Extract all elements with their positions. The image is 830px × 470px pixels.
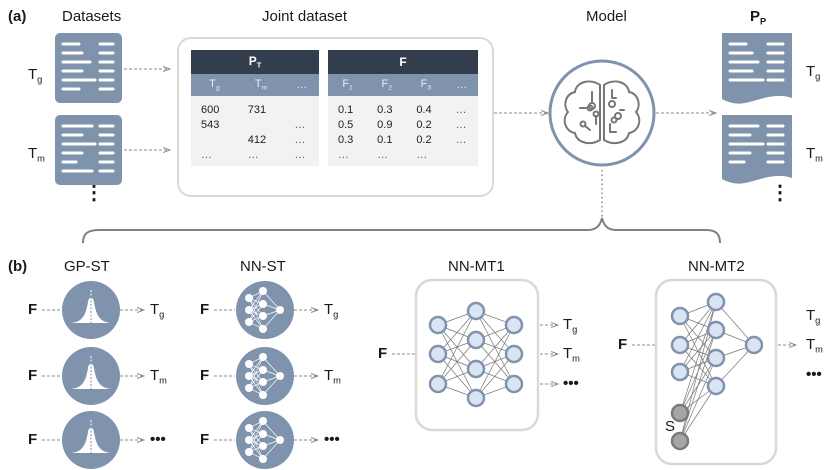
output-label-tg: Tg	[806, 307, 821, 326]
output-label-more: •••	[150, 431, 166, 448]
input-label-f: F	[378, 345, 388, 362]
output-label-more: •••	[324, 431, 340, 448]
model-title-nn-st: NN-ST	[240, 258, 286, 275]
network-node	[504, 315, 524, 335]
col-f3: F3	[406, 74, 446, 96]
network-node	[466, 301, 486, 321]
dataset-label-tg: Tg	[28, 66, 43, 85]
output-label-tg: Tg	[563, 316, 578, 335]
col-f2: F2	[367, 74, 407, 96]
output-title: PP	[750, 8, 767, 27]
col-more: …	[445, 74, 478, 96]
model-brain-icon	[548, 59, 656, 167]
network-node	[428, 374, 448, 394]
input-label-f: F	[28, 367, 38, 384]
gaussian-curve-icon	[62, 411, 120, 469]
output-label-tm: Tm	[806, 145, 823, 164]
network-node	[466, 330, 486, 350]
extra-input-label-s: S	[665, 418, 676, 435]
joint-dataset-title: Joint dataset	[262, 8, 348, 25]
datasets-title: Datasets	[62, 8, 122, 25]
table-row: 543…	[191, 117, 319, 132]
dataset-label-tm: Tm	[28, 145, 45, 164]
structure-input-node	[670, 431, 690, 451]
output-label-more: •••	[563, 375, 579, 392]
network-node	[670, 306, 690, 326]
output-label-tm: Tm	[563, 345, 580, 364]
neural-network-icon	[236, 411, 294, 469]
output-label-tg: Tg	[150, 301, 165, 320]
network-node	[504, 374, 524, 394]
network-node	[670, 335, 690, 355]
model-title-nn-mt1: NN-MT1	[448, 258, 505, 275]
output-label-tg: Tg	[324, 301, 339, 320]
nn-mt1-box	[414, 278, 540, 432]
table-row: 412…	[191, 132, 319, 147]
panel-a-label: (a)	[8, 8, 27, 25]
input-label-f: F	[28, 301, 38, 318]
gaussian-curve-icon	[62, 281, 120, 339]
output-label-tm: Tm	[324, 367, 341, 386]
col-f1: F1	[328, 74, 368, 96]
dataset-more-ellipsis: ⋮	[84, 182, 104, 204]
model-title-gp-st: GP-ST	[64, 258, 110, 275]
network-node	[706, 348, 726, 368]
table-row: ………	[328, 147, 478, 162]
col-tg: Tg	[191, 74, 238, 96]
curly-brace	[82, 217, 721, 244]
table-header-f: F	[328, 50, 478, 74]
network-node	[670, 362, 690, 382]
input-label-f: F	[200, 367, 210, 384]
output-more-ellipsis: ⋮	[770, 182, 790, 204]
network-node	[744, 335, 764, 355]
neural-network-icon	[236, 281, 294, 339]
output-label-more: •••	[806, 366, 822, 383]
network-node	[428, 315, 448, 335]
input-label-f: F	[200, 301, 210, 318]
output-document-icon-tm	[722, 115, 792, 184]
model-title: Model	[586, 8, 627, 25]
gaussian-curve-icon	[62, 347, 120, 405]
input-label-f: F	[618, 336, 628, 353]
panel-b-label: (b)	[8, 258, 28, 275]
network-node	[706, 376, 726, 396]
network-node	[466, 388, 486, 408]
table-header-pt: PT	[191, 50, 319, 74]
input-label-f: F	[200, 431, 210, 448]
structure-input-node	[670, 403, 690, 423]
col-tm: Tm	[237, 74, 285, 96]
network-node	[428, 344, 448, 364]
network-node	[504, 344, 524, 364]
output-label-tg: Tg	[806, 63, 821, 82]
output-label-tm: Tm	[806, 336, 823, 355]
network-node	[466, 359, 486, 379]
dataset-document-icon-tm	[55, 115, 122, 185]
table-row: ………	[191, 147, 319, 162]
network-node	[706, 292, 726, 312]
neural-network-icon	[236, 347, 294, 405]
output-document-icon-tg	[722, 33, 792, 104]
col-more: …	[284, 74, 319, 96]
model-title-nn-mt2: NN-MT2	[688, 258, 745, 275]
input-label-f: F	[28, 431, 38, 448]
dataset-document-icon-tg	[55, 33, 122, 103]
network-node	[706, 320, 726, 340]
output-label-tm: Tm	[150, 367, 167, 386]
